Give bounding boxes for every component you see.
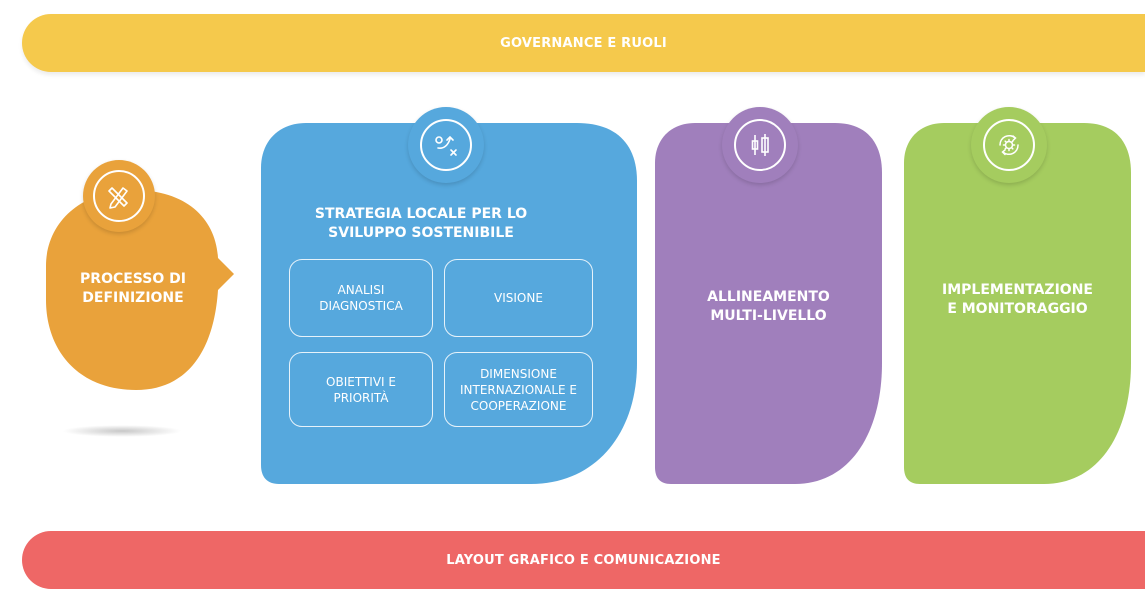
strategy-shape: [261, 123, 637, 484]
definition-icon-circle: [83, 160, 155, 232]
implementation-card: IMPLEMENTAZIONE E MONITORAGGIO: [904, 107, 1131, 484]
strategy-title: STRATEGIA LOCALE PER LO SVILUPPO SOSTENI…: [314, 206, 528, 241]
governance-label: GOVERNANCE E RUOLI: [500, 35, 667, 51]
implementation-shape: [904, 123, 1131, 484]
strategy-card: STRATEGIA LOCALE PER LO SVILUPPO SOSTENI…: [261, 107, 637, 484]
communication-bar: LAYOUT GRAFICO E COMUNICAZIONE: [22, 531, 1145, 589]
governance-bar: GOVERNANCE E RUOLI: [22, 14, 1145, 72]
definition-shadow: [62, 425, 182, 437]
subitem-obiettivi: OBIETTIVI E PRIORITÀ: [289, 352, 433, 427]
pencil-ruler-icon: [108, 187, 128, 209]
gear-cycle-icon: [999, 134, 1019, 156]
candlestick-icon: [751, 134, 769, 156]
alignment-title: ALLINEAMENTO MULTI-LIVELLO: [707, 289, 830, 324]
subitem-analisi: ANALISI DIAGNOSTICA: [289, 259, 433, 337]
definition-card: PROCESSO DI DEFINIZIONE: [38, 150, 248, 425]
implementation-title: IMPLEMENTAZIONE E MONITORAGGIO: [942, 282, 1093, 317]
definition-shape: [46, 190, 234, 390]
implementation-icon-circle: [971, 107, 1047, 183]
strategy-icon-circle: [408, 107, 484, 183]
subitem-dimensione: DIMENSIONE INTERNAZIONALE E COOPERAZIONE: [444, 352, 593, 427]
definition-title: PROCESSO DI DEFINIZIONE: [80, 271, 186, 306]
alignment-icon-circle: [722, 107, 798, 183]
subitem-visione: VISIONE: [444, 259, 593, 337]
strategy-path-icon: [435, 135, 457, 156]
alignment-shape: [655, 123, 882, 484]
communication-label: LAYOUT GRAFICO E COMUNICAZIONE: [446, 552, 721, 568]
alignment-card: ALLINEAMENTO MULTI-LIVELLO: [655, 107, 882, 484]
